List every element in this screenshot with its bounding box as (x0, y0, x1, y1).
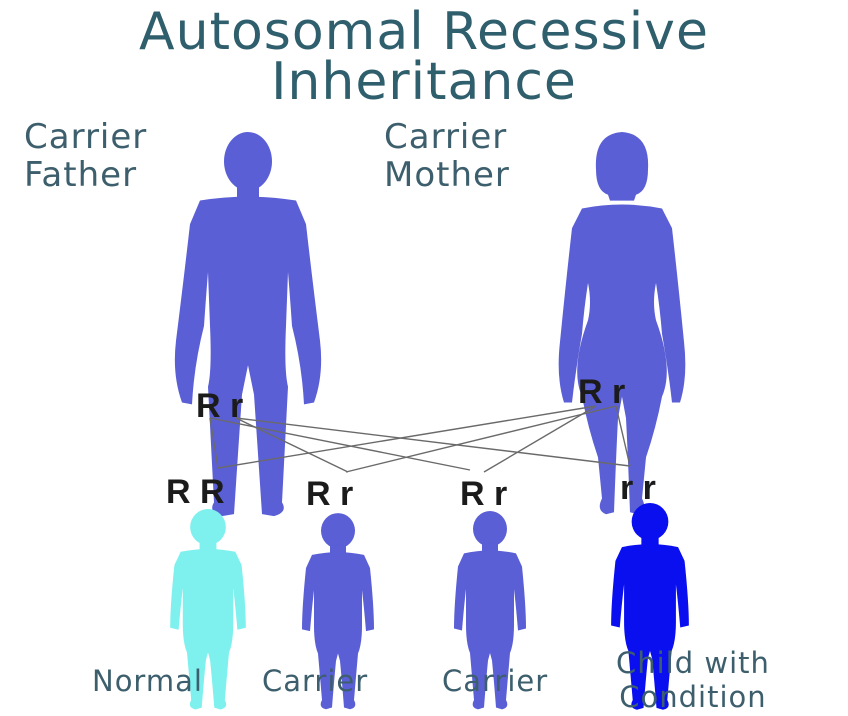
line-mother-r1-child3 (484, 406, 596, 472)
child-genotype: R r (306, 476, 353, 512)
child-genotype: R R (166, 474, 225, 510)
carrier-father-figure (175, 132, 321, 516)
child-label-carrier: Carrier (442, 664, 548, 698)
child-label-line-1: Carrier (262, 664, 368, 698)
line-mother-r2-child2 (346, 406, 616, 472)
child-label-line-2: Condition (616, 680, 770, 714)
child-label-with-condition: Child with Condition (616, 646, 770, 714)
child-label-normal: Normal (92, 664, 203, 698)
line-father-r2-child2 (236, 418, 348, 472)
child-genotype: R r (460, 476, 507, 512)
child-label-line-1: Carrier (442, 664, 548, 698)
line-father-r2-child4 (236, 418, 630, 466)
child-label-carrier: Carrier (262, 664, 368, 698)
child-label-line-1: Child with (616, 646, 770, 680)
father-genotype: R r (196, 388, 243, 424)
carrier-mother-figure (559, 132, 686, 514)
child-label-line-1: Normal (92, 664, 203, 698)
mother-genotype: R r (578, 374, 625, 410)
child-genotype: r r (620, 470, 656, 506)
line-father-r1-child3 (210, 418, 470, 470)
